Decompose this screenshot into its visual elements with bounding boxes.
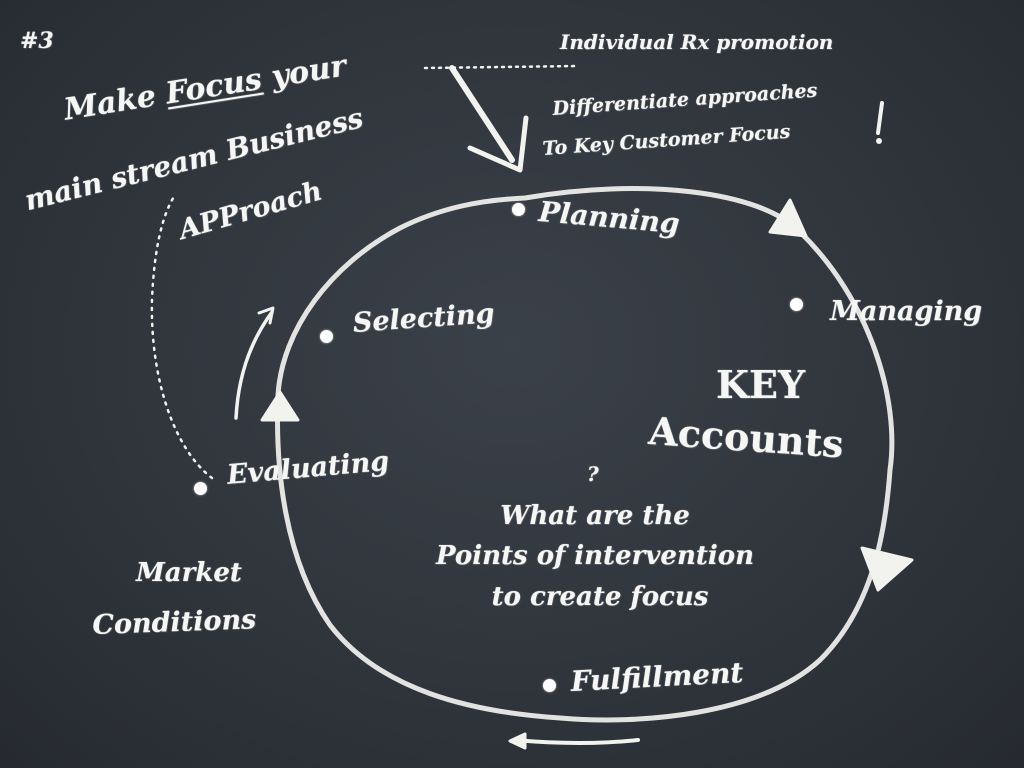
market-line-2: Conditions — [91, 604, 257, 641]
center-key: KEY — [716, 362, 806, 407]
question-mark: ? — [587, 462, 599, 486]
bottom-arrow-stroke — [513, 738, 640, 745]
stage-managing: Managing — [830, 296, 983, 327]
arrowhead-top-right — [768, 198, 808, 238]
bullet-selecting — [320, 330, 333, 343]
bullet-evaluating — [194, 482, 207, 495]
question-line-1: What are the — [500, 501, 690, 531]
question-line-2: Points of intervention — [436, 541, 754, 571]
bullet-planning — [512, 203, 525, 216]
dotted-connector-left — [150, 193, 214, 480]
dotted-connector-top — [423, 64, 580, 70]
question-line-3: to create focus — [491, 582, 709, 612]
bullet-managing — [790, 298, 803, 311]
arrowhead-bottom — [508, 732, 527, 750]
market-line-1: Market — [136, 558, 242, 588]
headline-arrow-shaft — [449, 65, 515, 163]
arrowhead-right — [860, 546, 914, 592]
arrowhead-left — [260, 390, 300, 422]
cycle-loop — [275, 186, 895, 723]
evaluating-selecting-arrow — [234, 310, 274, 420]
note-individual-rx-promotion: Individual Rx promotion — [560, 30, 834, 54]
slide-number: #3 — [20, 28, 54, 54]
bullet-fulfillment — [543, 679, 556, 692]
